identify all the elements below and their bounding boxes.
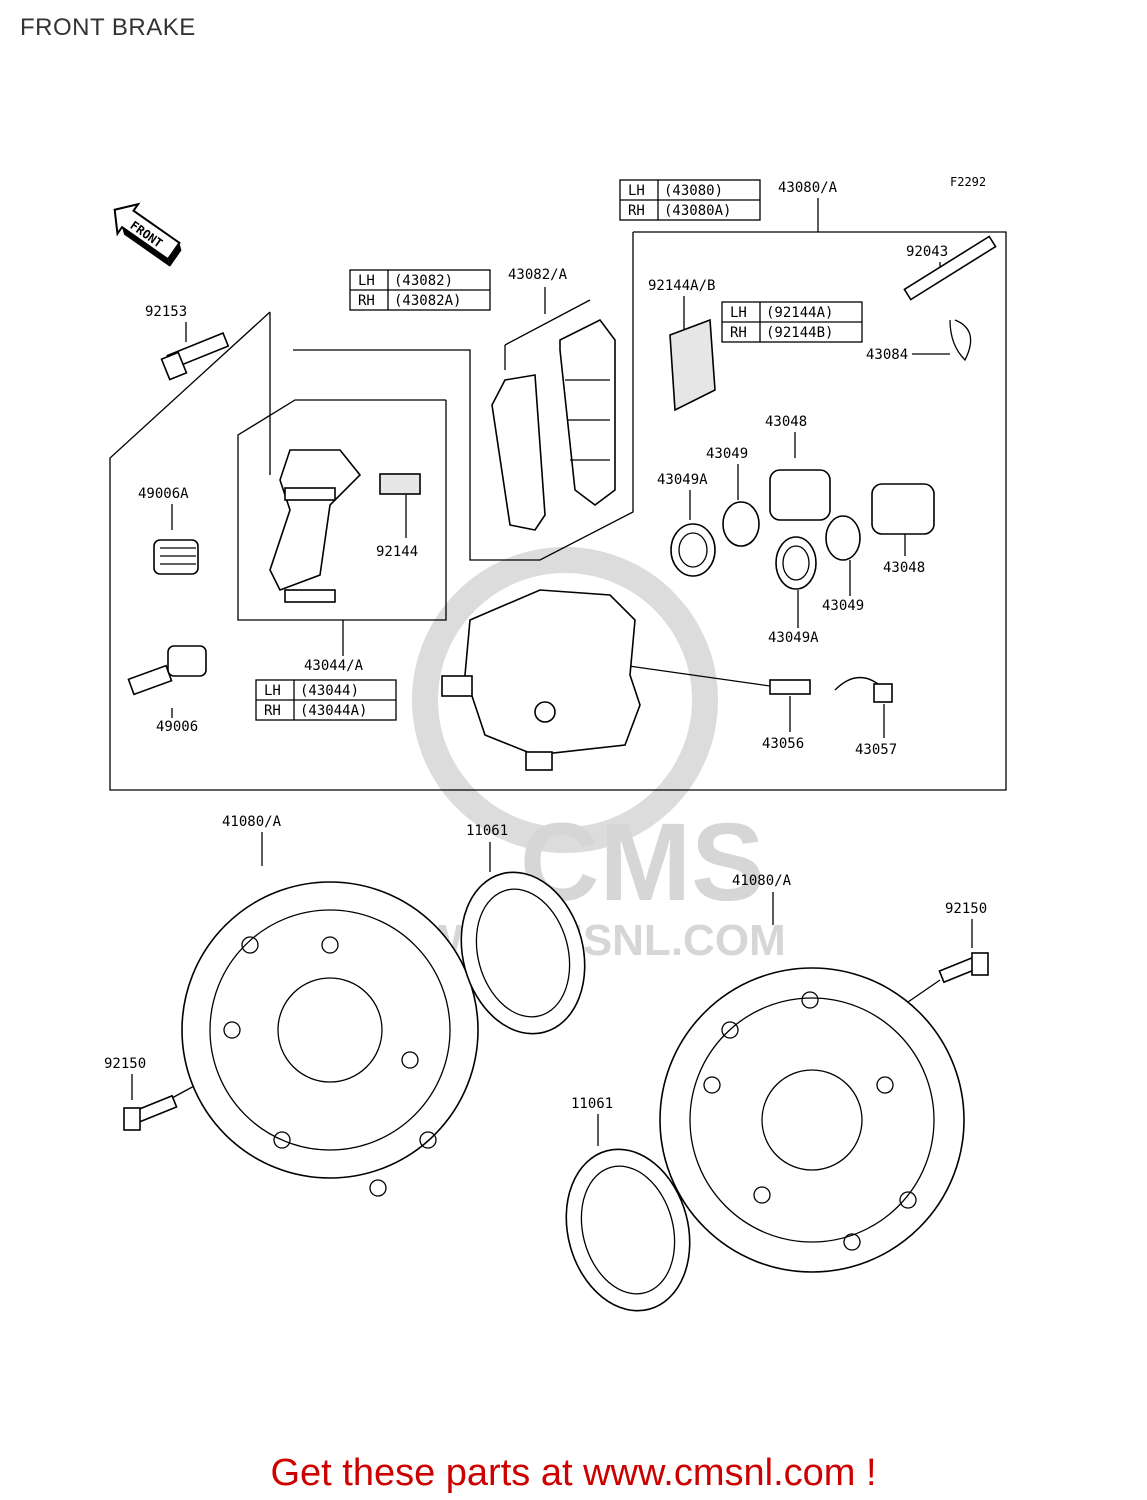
dust-boot-49006a-icon xyxy=(153,539,199,575)
spring-variant-table: LH (92144A) RH (92144B) xyxy=(721,301,863,343)
anti-rattle-spring-icon xyxy=(669,318,716,412)
table-code: (92144B) xyxy=(766,325,833,341)
bolt-92150-right-icon xyxy=(938,952,989,984)
pin-49006-icon xyxy=(127,645,207,696)
page-title: FRONT BRAKE xyxy=(20,14,196,41)
table-code: (43044) xyxy=(300,683,359,699)
caliper-bracket-icon xyxy=(269,449,362,603)
part-label-92144ab: 92144A/B xyxy=(648,278,715,294)
part-label-43049a-top: 43049A xyxy=(657,472,708,488)
footer-promo-link[interactable]: Get these parts at www.cmsnl.com ! xyxy=(270,1452,877,1494)
table-side: LH xyxy=(730,305,747,321)
figure-code: F2292 xyxy=(950,175,986,189)
piston-icon xyxy=(769,469,935,535)
part-label-43049-bottom: 43049 xyxy=(822,598,864,614)
clip-43084-icon xyxy=(949,319,972,362)
front-direction-icon: FRONT xyxy=(113,202,182,267)
pads-variant-table: LH (43082) RH (43082A) xyxy=(349,269,491,311)
gasket-11061-top-icon xyxy=(460,871,586,1035)
part-label-43049-top: 43049 xyxy=(706,446,748,462)
part-label-43084: 43084 xyxy=(866,347,908,363)
piston-seals-icon xyxy=(670,501,861,590)
table-code: (43082A) xyxy=(394,293,461,309)
part-label-43048-top: 43048 xyxy=(765,414,807,430)
bleeder-valve-43056-icon xyxy=(769,679,811,695)
table-code: (43080A) xyxy=(664,203,731,219)
bolt-92153-icon xyxy=(160,331,230,381)
bracket-variant-table: LH (43044) RH (43044A) xyxy=(255,679,397,721)
table-code: (43082) xyxy=(394,273,453,289)
part-label-92153: 92153 xyxy=(145,304,187,320)
table-code: (92144A) xyxy=(766,305,833,321)
part-label-41080a-left: 41080/A xyxy=(222,814,282,830)
bleeder-cap-43057-icon xyxy=(834,676,893,703)
part-label-49006: 49006 xyxy=(156,719,198,735)
part-label-92144: 92144 xyxy=(376,544,418,560)
part-label-11061-top: 11061 xyxy=(466,823,508,839)
table-side: RH xyxy=(264,703,281,719)
pad-pin-92043-icon xyxy=(903,235,997,301)
brake-disc-right-icon xyxy=(659,967,965,1273)
caliper-assembly-frame xyxy=(109,198,1007,791)
gasket-11061-bottom-icon xyxy=(565,1148,691,1312)
part-label-92150-right: 92150 xyxy=(945,901,987,917)
part-label-43080a: 43080/A xyxy=(778,180,838,196)
part-label-11061-bottom: 11061 xyxy=(571,1096,613,1112)
part-label-43056: 43056 xyxy=(762,736,804,752)
table-side: LH xyxy=(358,273,375,289)
bolt-92150-left-icon xyxy=(123,1094,178,1131)
brake-pad-left-icon xyxy=(491,374,546,531)
caliper-body-icon xyxy=(441,589,641,771)
table-code: (43080) xyxy=(664,183,723,199)
pad-spring-92144-icon xyxy=(379,473,421,495)
brake-disc-left-icon xyxy=(181,881,479,1197)
table-side: RH xyxy=(628,203,645,219)
part-label-92150-left: 92150 xyxy=(104,1056,146,1072)
part-label-43057: 43057 xyxy=(855,742,897,758)
part-label-43044a: 43044/A xyxy=(304,658,364,674)
part-labels: 43080/A 92043 43082/A 92144A/B 43084 921… xyxy=(104,180,987,1112)
table-side: LH xyxy=(628,183,645,199)
part-label-43049a-bottom: 43049A xyxy=(768,630,819,646)
caliper-variant-table: LH (43080) RH (43080A) xyxy=(619,179,761,221)
part-label-43048-bottom: 43048 xyxy=(883,560,925,576)
part-label-92043: 92043 xyxy=(906,244,948,260)
part-label-49006a: 49006A xyxy=(138,486,189,502)
table-side: LH xyxy=(264,683,281,699)
table-side: RH xyxy=(730,325,747,341)
brake-pad-right-icon xyxy=(559,318,616,506)
table-code: (43044A) xyxy=(300,703,367,719)
part-label-41080a-right: 41080/A xyxy=(732,873,792,889)
part-label-43082a: 43082/A xyxy=(508,267,568,283)
table-side: RH xyxy=(358,293,375,309)
